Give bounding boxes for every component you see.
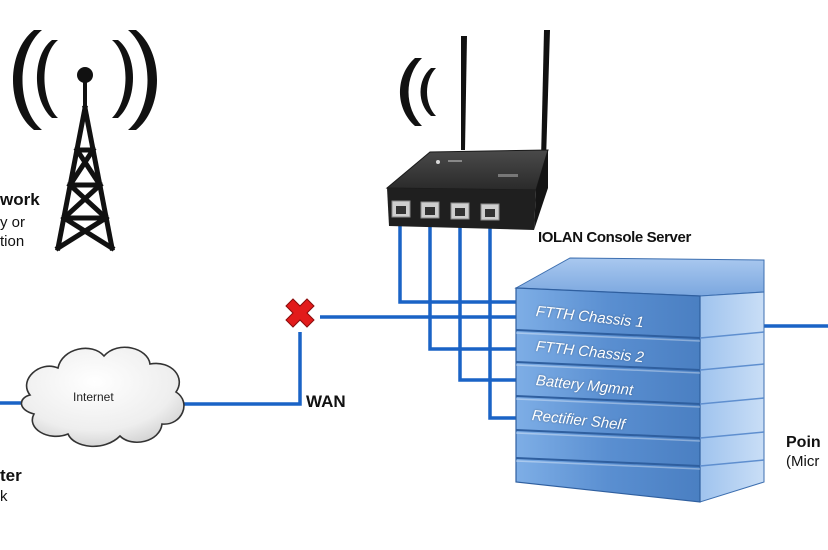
wan-label: WAN (306, 392, 346, 411)
link-lines (0, 222, 828, 420)
wireless-signal-icon (13, 30, 157, 130)
network-sublabel-2: tion (0, 233, 25, 250)
network-sublabel-1: y or (0, 214, 26, 231)
link-internet-to-wan (182, 332, 302, 406)
internet-label: Internet (73, 390, 114, 404)
cell-tower-icon (13, 30, 157, 252)
link-port-4 (488, 222, 516, 420)
x-mark-icon (285, 298, 315, 328)
point-label: Poin (786, 434, 821, 451)
link-port-1 (398, 222, 520, 304)
center-sublabel: k (0, 488, 8, 505)
center-label: ter (0, 466, 22, 485)
point-sublabel: (Micr (786, 453, 820, 470)
server-rack-icon (514, 257, 765, 503)
network-label: work (0, 190, 40, 209)
link-port-2 (428, 222, 516, 351)
link-port-3 (458, 222, 516, 382)
router-icon (385, 30, 550, 230)
cloud-icon (20, 346, 185, 448)
console-server-label: IOLAN Console Server (538, 229, 691, 246)
